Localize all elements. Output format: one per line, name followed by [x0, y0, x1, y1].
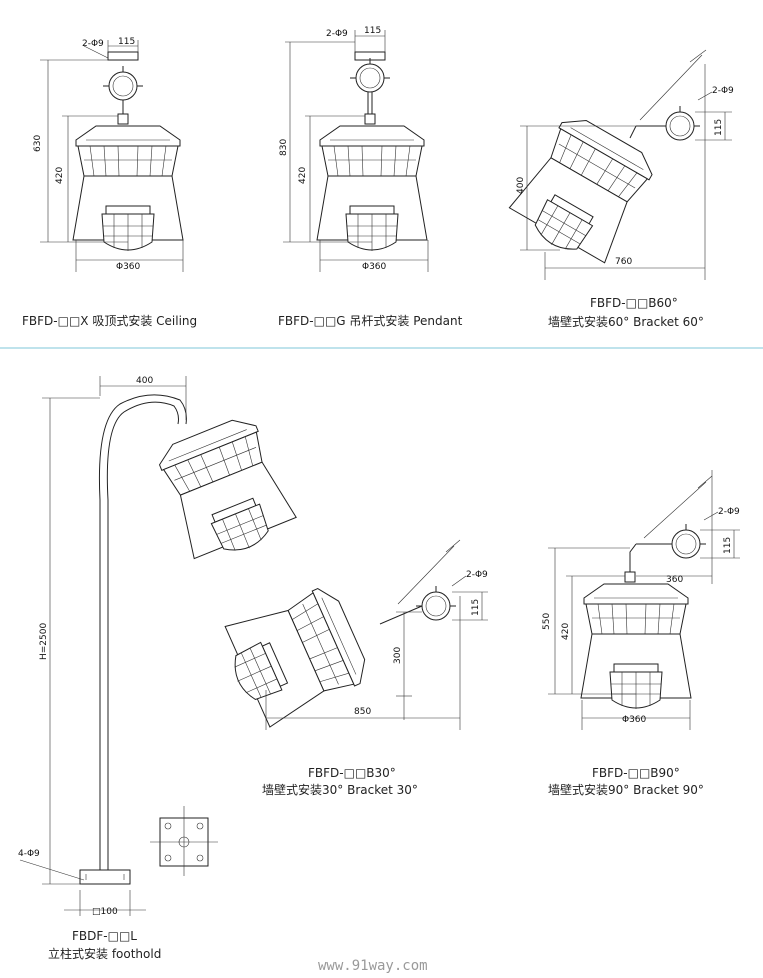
caption-foothold-name: 立柱式安装 foothold — [48, 946, 161, 961]
dim-width-top: 115 — [118, 37, 135, 47]
dim-height-box: 115 — [714, 119, 724, 136]
diagram-foothold: 400 H=2500 4-Φ9 □100 FBDF-□□L 立柱式安装 foot… — [18, 376, 301, 961]
caption-foothold-model: FBDF-□□L — [72, 929, 137, 943]
caption-ceiling: FBFD-□□X 吸顶式安装 Ceiling — [22, 313, 197, 328]
base-plate-detail — [150, 806, 218, 876]
dim-holes: 2-Φ9 — [82, 39, 104, 49]
dim-height: 300 — [393, 647, 403, 664]
dim-holes: 2-Φ9 — [466, 570, 488, 580]
dim-height-body: 420 — [561, 623, 571, 640]
dim-holes: 2-Φ9 — [326, 29, 348, 39]
dim-height-total: 830 — [279, 139, 289, 156]
dim-height-body: 420 — [298, 167, 308, 184]
dim-height-body: 420 — [55, 167, 65, 184]
dim-diameter: Φ360 — [362, 262, 387, 272]
caption-bracket30-model: FBFD-□□B30° — [308, 766, 396, 780]
dim-width-top: 115 — [364, 26, 381, 36]
dim-height-box: 115 — [723, 537, 733, 554]
diagram-bracket30: 2-Φ9 115 300 850 FBFD-□□B30° 墙壁式安装30° Br… — [214, 539, 488, 797]
dim-diameter: Φ360 — [622, 715, 647, 725]
dim-base: □100 — [92, 907, 118, 917]
dim-height-box: 115 — [471, 599, 481, 616]
dim-reach: 760 — [615, 257, 632, 267]
dim-holes: 2-Φ9 — [718, 507, 740, 517]
dim-arm: 400 — [136, 376, 153, 386]
dim-holes: 4-Φ9 — [18, 849, 40, 859]
dim-reach: 850 — [354, 707, 371, 717]
caption-bracket90-name: 墙壁式安装90° Bracket 90° — [548, 782, 704, 797]
dim-height: 400 — [516, 177, 526, 194]
dim-holes: 2-Φ9 — [712, 86, 734, 96]
diagram-bracket60: 2-Φ9 115 400 760 FBFD-□□B60° 墙壁式安装60° Br… — [503, 49, 734, 329]
dim-diameter: Φ360 — [116, 262, 141, 272]
diagram-pendant: 2-Φ9 115 830 420 Φ360 FBFD-□□G 吊杆式安装 Pen… — [278, 26, 463, 328]
dim-height-total: 630 — [33, 135, 43, 152]
diagram-ceiling: 2-Φ9 115 630 420 Φ360 FBFD-□□X 吸顶式安装 Cei… — [22, 37, 197, 328]
dim-height-total: 550 — [542, 613, 552, 630]
diagram-bracket90: 2-Φ9 115 550 420 360 Φ360 FBFD-□□B90° 墙壁… — [542, 470, 740, 797]
dim-height: H=2500 — [39, 623, 49, 660]
caption-bracket60-name: 墙壁式安装60° Bracket 60° — [548, 314, 704, 329]
caption-bracket60-model: FBFD-□□B60° — [590, 296, 678, 310]
caption-bracket90-model: FBFD-□□B90° — [592, 766, 680, 780]
watermark: www.91way.com — [318, 958, 428, 974]
caption-pendant: FBFD-□□G 吊杆式安装 Pendant — [278, 313, 463, 328]
dim-arm: 360 — [666, 575, 683, 585]
caption-bracket30-name: 墙壁式安装30° Bracket 30° — [262, 782, 418, 797]
